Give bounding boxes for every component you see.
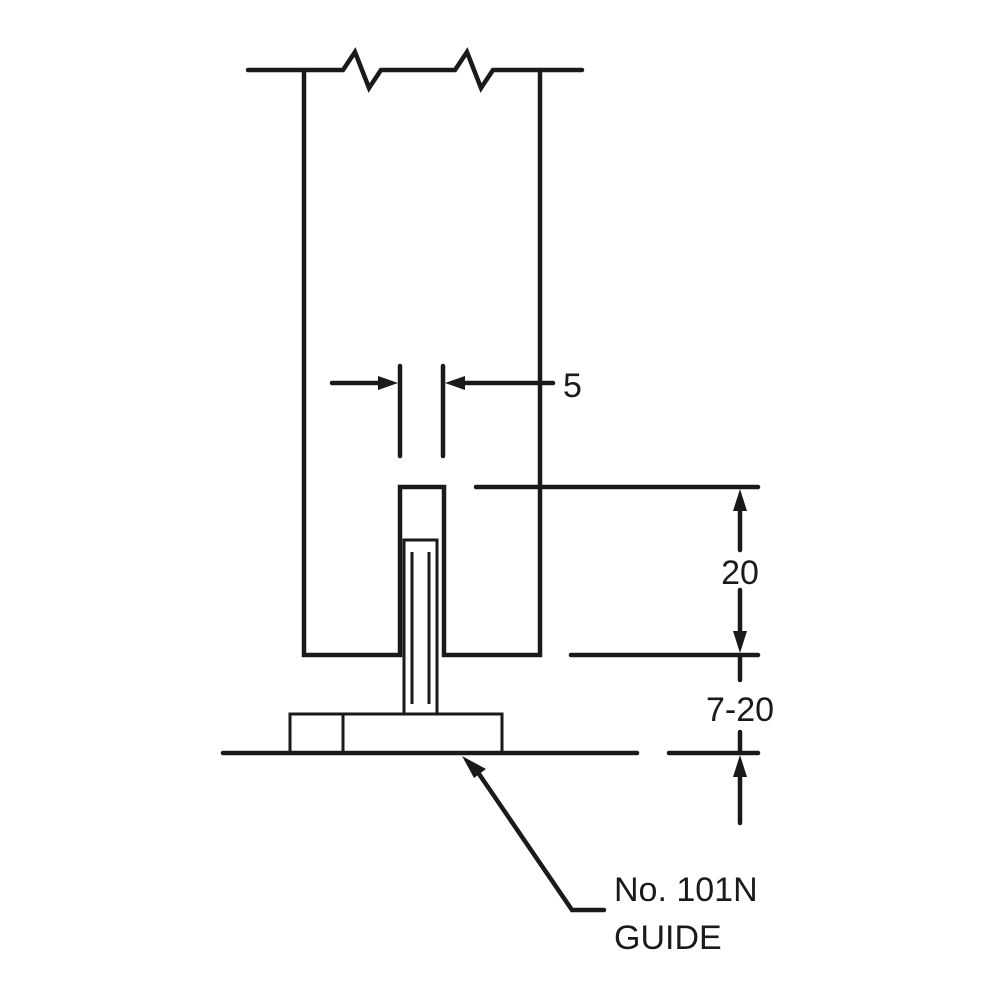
gap-width-label: 5 bbox=[563, 367, 582, 405]
callout-leader-line bbox=[474, 768, 607, 913]
depth-arrowhead-up bbox=[733, 489, 747, 511]
guide-base-plate bbox=[288, 712, 504, 755]
insertion-depth-label: 20 bbox=[721, 554, 759, 592]
clearance-arrowhead-up bbox=[733, 755, 747, 777]
door-break-line bbox=[245, 47, 585, 93]
gap-arrowhead-right bbox=[445, 376, 465, 390]
door-panel-outline bbox=[301, 67, 543, 658]
callout-label-line2: GUIDE bbox=[614, 919, 722, 957]
gap-arrowhead-left bbox=[378, 376, 398, 390]
guide-pin bbox=[402, 538, 439, 716]
depth-arrowhead-down bbox=[733, 631, 747, 653]
clearance-range-label: 7-20 bbox=[706, 691, 774, 729]
leader-arrowhead bbox=[462, 756, 486, 778]
callout-label-line1: No. 101N bbox=[614, 871, 758, 909]
